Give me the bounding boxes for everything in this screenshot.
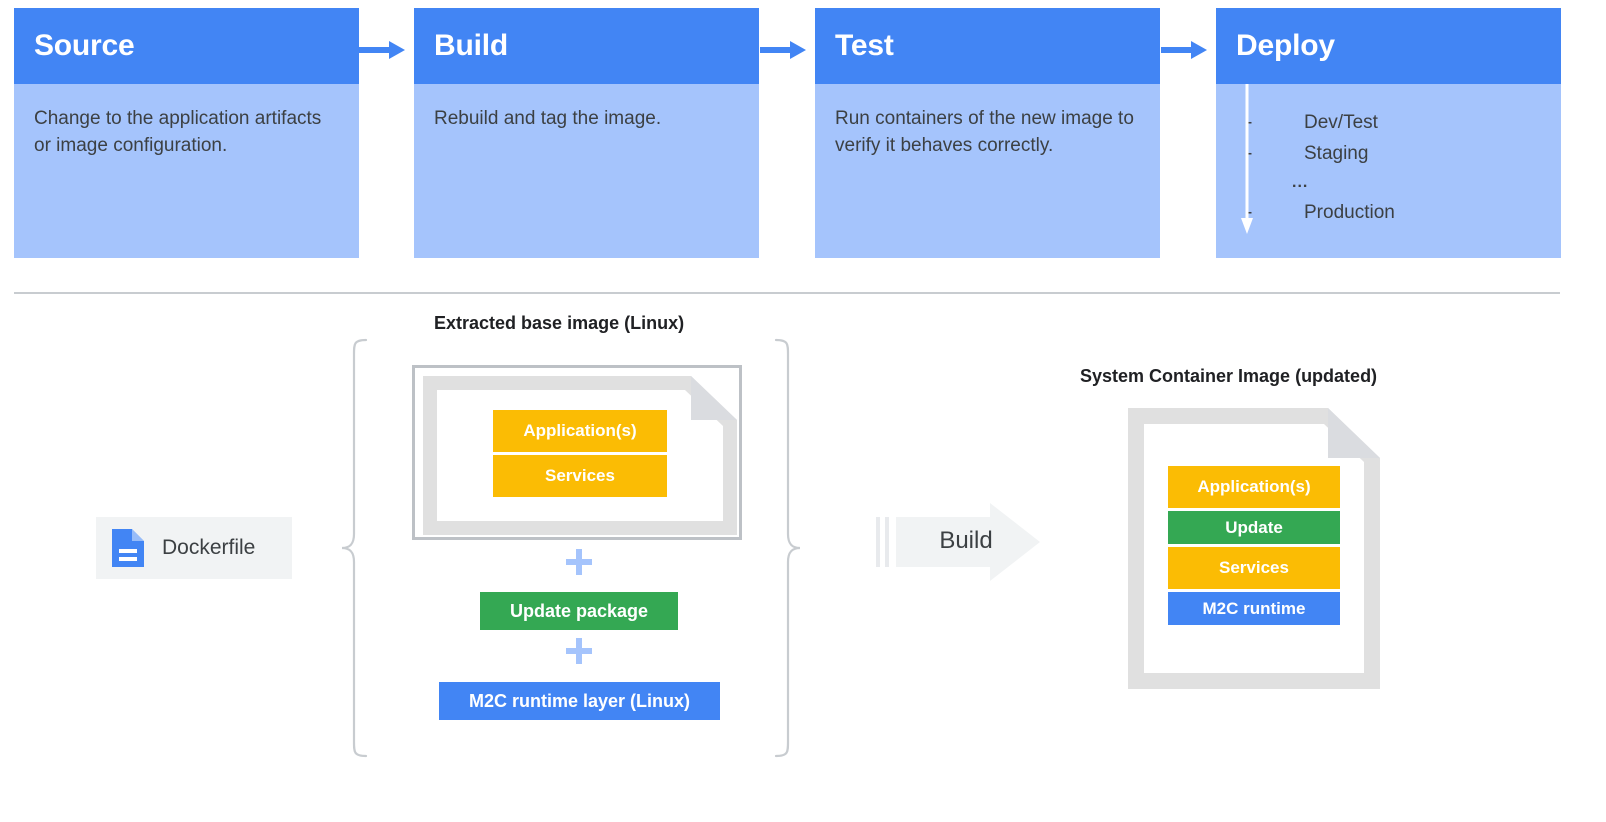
- deploy-environment-list: - Dev/Test - Staging ... - Production: [1216, 84, 1561, 233]
- system-image-caption: System Container Image (updated): [1080, 366, 1378, 386]
- stage-body: Run containers of the new image to verif…: [835, 108, 1134, 156]
- arrow-right-icon: [1161, 41, 1207, 59]
- layer-m2c-runtime: M2C runtime: [1168, 592, 1340, 625]
- layer-services: Services: [493, 455, 667, 497]
- arrow-down-icon: [1241, 84, 1253, 234]
- stage-title: Test: [835, 29, 894, 62]
- plus-icon: [566, 638, 592, 664]
- arrow-right-icon: [760, 41, 806, 59]
- stage-card-source: Source Change to the application artifac…: [14, 8, 359, 258]
- stage-header-source: Source: [14, 8, 359, 84]
- stage-card-deploy: Deploy - Dev/Test - Staging ... - Produc…: [1216, 8, 1561, 258]
- stage-header-test: Test: [815, 8, 1160, 84]
- list-item-dash: -: [1246, 143, 1253, 164]
- stage-body: Change to the application artifacts or i…: [34, 108, 322, 156]
- build-block-arrow: [876, 503, 1040, 581]
- stage-title: Source: [34, 29, 135, 62]
- stage-title: Build: [434, 29, 508, 62]
- arrow-right-icon: [359, 41, 405, 59]
- layer-application: Application(s): [493, 410, 667, 452]
- list-ellipsis: ...: [1292, 174, 1309, 191]
- stage-body: Rebuild and tag the image.: [434, 108, 662, 129]
- dockerfile-chip[interactable]: Dockerfile: [96, 517, 292, 579]
- document-file-icon: [112, 529, 144, 567]
- connector-arrow-test-deploy: [1161, 39, 1209, 61]
- dockerfile-label: Dockerfile: [162, 536, 256, 559]
- stage-header-build: Build: [414, 8, 759, 84]
- stage-card-test: Test Run containers of the new image to …: [815, 8, 1160, 258]
- list-item-label: Staging: [1304, 143, 1369, 164]
- connector-arrow-source-build: [359, 39, 407, 61]
- plus-icon: [566, 549, 592, 575]
- list-item: - Production: [1216, 202, 1561, 233]
- deploy-flow-arrow: [1240, 84, 1254, 234]
- list-item: - Staging: [1216, 143, 1561, 174]
- extracted-base-image-frame: Application(s) Services: [412, 365, 742, 540]
- plus-sign-1: [566, 549, 592, 575]
- system-image-layer-stack: Application(s) Update Services M2C runti…: [1168, 466, 1340, 628]
- plus-sign-2: [566, 638, 592, 664]
- list-item-dash: -: [1246, 202, 1253, 223]
- list-item: - Dev/Test: [1216, 112, 1561, 143]
- base-image-layer-stack: Application(s) Services: [493, 410, 667, 500]
- brace-left-icon: [341, 338, 368, 758]
- section-divider: [14, 292, 1560, 294]
- update-package-box: Update package: [480, 592, 678, 630]
- brace-right-icon: [774, 338, 801, 758]
- base-image-caption: Extracted base image (Linux): [434, 313, 685, 333]
- stage-header-deploy: Deploy: [1216, 8, 1561, 84]
- connector-arrow-build-test: [760, 39, 808, 61]
- m2c-runtime-layer-box: M2C runtime layer (Linux): [439, 682, 720, 720]
- layer-update: Update: [1168, 511, 1340, 544]
- list-item-label: Production: [1304, 202, 1395, 223]
- build-arrow-label: Build: [939, 527, 993, 554]
- layer-services: Services: [1168, 547, 1340, 589]
- left-curly-brace: [340, 338, 368, 763]
- right-curly-brace: [774, 338, 802, 763]
- stage-title: Deploy: [1236, 29, 1335, 62]
- block-arrow-right-icon: [876, 503, 1040, 581]
- stage-card-build: Build Rebuild and tag the image.: [414, 8, 759, 258]
- list-item-dash: -: [1246, 112, 1253, 133]
- layer-application: Application(s): [1168, 466, 1340, 508]
- list-item-label: Dev/Test: [1304, 112, 1378, 133]
